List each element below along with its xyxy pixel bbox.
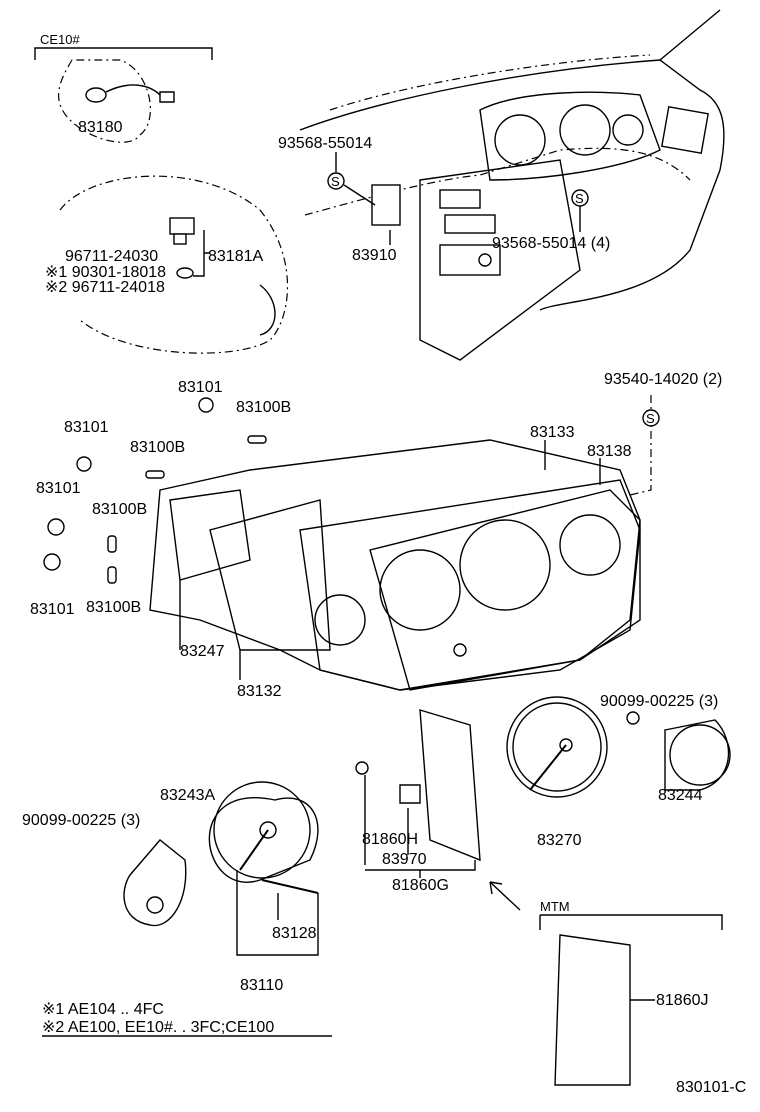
part-83100b-d: 83100B xyxy=(86,599,141,616)
part-83110: 83110 xyxy=(240,977,283,994)
screw-mark: S xyxy=(646,411,655,426)
part-83180: 83180 xyxy=(78,119,123,136)
part-83910: 83910 xyxy=(352,247,397,264)
label-ce10: CE10# xyxy=(40,32,81,47)
part-83101-b: 83101 xyxy=(64,419,109,436)
part-93568-55014-qty4: 93568-55014 (4) xyxy=(492,235,610,252)
note-1: ※1 AE104 .. 4FC xyxy=(42,1001,164,1018)
part-83100b-c: 83100B xyxy=(92,501,147,518)
screw-mark: S xyxy=(575,191,584,206)
sensor-83181a-drawing xyxy=(169,217,210,279)
part-83270: 83270 xyxy=(537,832,582,849)
part-83100b-a: 83100B xyxy=(236,399,291,416)
gauges-drawing xyxy=(123,696,731,1086)
part-83128: 83128 xyxy=(272,925,317,942)
screw-mark: S xyxy=(331,174,340,189)
part-90301-18018: ※1 90301-18018 xyxy=(45,264,166,281)
part-83970: 83970 xyxy=(382,851,427,868)
label-mtm: MTM xyxy=(540,899,570,914)
part-83138: 83138 xyxy=(587,443,632,460)
part-93540-14020: 93540-14020 (2) xyxy=(604,371,722,388)
bulbs-sockets-drawing xyxy=(43,397,267,584)
part-83132: 83132 xyxy=(237,683,282,700)
part-90099-00225-right: 90099-00225 (3) xyxy=(600,693,718,710)
part-96711-24030: 96711-24030 xyxy=(65,248,158,265)
part-83243a: 83243A xyxy=(160,787,215,804)
speed-sensor-83180-drawing xyxy=(85,84,175,103)
part-81860j: 81860J xyxy=(656,992,709,1009)
part-83247: 83247 xyxy=(180,643,225,660)
dashboard-drawing xyxy=(59,9,725,361)
part-83100b-b: 83100B xyxy=(130,439,185,456)
part-81860g: 81860G xyxy=(392,877,449,894)
part-83181a: 83181A xyxy=(208,248,263,265)
part-96711-24018: ※2 96711-24018 xyxy=(45,279,165,296)
part-83133: 83133 xyxy=(530,424,575,441)
part-83101-a: 83101 xyxy=(178,379,223,396)
part-83101-d: 83101 xyxy=(30,601,75,618)
drawing-number: 830101-C xyxy=(676,1079,746,1096)
part-81860h: 81860H xyxy=(362,831,418,848)
note-2: ※2 AE100, EE10#. . 3FC;CE100 xyxy=(42,1019,274,1036)
part-83244: 83244 xyxy=(658,787,703,804)
part-93568-55014: 93568-55014 xyxy=(278,135,372,152)
cluster-assembly-drawing xyxy=(149,395,652,691)
part-90099-00225-left: 90099-00225 (3) xyxy=(22,812,140,829)
part-83101-c: 83101 xyxy=(36,480,81,497)
